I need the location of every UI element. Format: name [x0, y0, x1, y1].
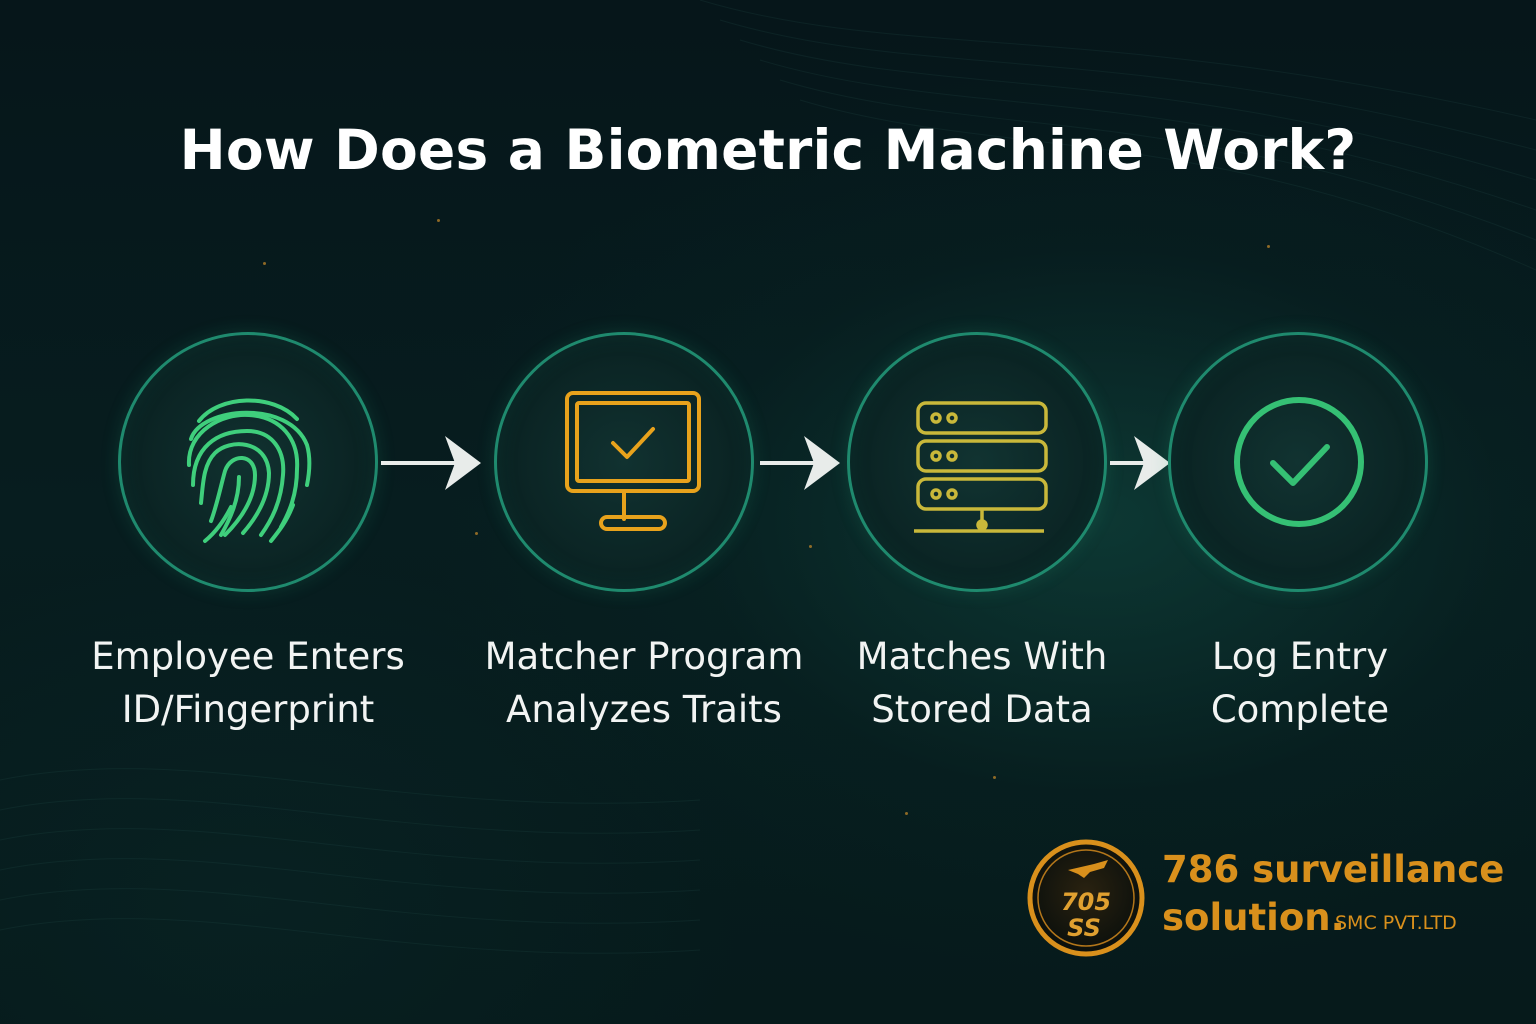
check-circle-icon — [1234, 397, 1364, 527]
server-icon — [914, 401, 1048, 533]
sparkle-dot — [475, 532, 478, 535]
step-1-circle — [118, 332, 378, 592]
step-3-label-line1: Matches With — [856, 635, 1108, 678]
sparkle-dot — [437, 219, 440, 222]
step-2-circle — [494, 332, 754, 592]
fingerprint-icon — [186, 398, 312, 543]
sparkle-dot — [905, 812, 908, 815]
step-1-label: Employee Enters ID/Fingerprint — [68, 630, 428, 736]
step-2-label: Matcher Program Analyzes Traits — [464, 630, 824, 736]
arrow-right-icon — [381, 436, 481, 490]
step-3-label-line2: Stored Data — [871, 688, 1093, 731]
step-4-circle — [1168, 332, 1428, 592]
step-1-label-line2: ID/Fingerprint — [121, 688, 375, 731]
arrow-right-icon — [1110, 436, 1170, 490]
arrow-right-icon — [760, 436, 840, 490]
step-4-label-line1: Log Entry — [1211, 635, 1389, 678]
step-4-label: Log Entry Complete — [1120, 630, 1480, 736]
monitor-check-icon — [565, 391, 701, 531]
step-2-label-line1: Matcher Program — [484, 635, 804, 678]
step-2-label-line2: Analyzes Traits — [506, 688, 782, 731]
step-3-label: Matches With Stored Data — [802, 630, 1162, 736]
page-title: How Does a Biometric Machine Work? — [179, 118, 1357, 182]
step-3-circle — [847, 332, 1107, 592]
sparkle-dot — [809, 545, 812, 548]
brand-logo-emblem: 705 SS — [1027, 839, 1145, 957]
logo-text-top: 705 — [1061, 888, 1111, 916]
logo-text-bottom: SS — [1067, 914, 1101, 942]
brand-name-line1: 786 surveillance — [1162, 848, 1505, 891]
step-4-label-line2: Complete — [1210, 688, 1390, 731]
brand-logo: 705 SS — [1024, 836, 1148, 960]
brand-name-line2: solution. — [1162, 896, 1345, 939]
sparkle-dot — [993, 776, 996, 779]
brand-suffix: SMC PVT.LTD — [1335, 912, 1457, 934]
sparkle-dot — [263, 262, 266, 265]
sparkle-dot — [1267, 245, 1270, 248]
step-1-label-line1: Employee Enters — [91, 635, 405, 678]
